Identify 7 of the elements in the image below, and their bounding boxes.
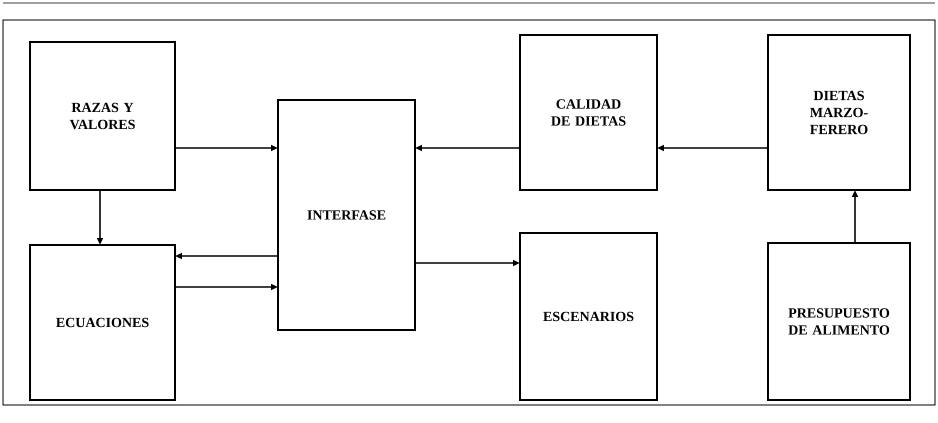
process-box: PRESUPUESTO DE ALIMENTO [767, 242, 911, 401]
process-box: ECUACIONES [29, 244, 176, 401]
process-box: DIETAS MARZO-FERERO [767, 34, 911, 191]
process-box: ESCENARIOS [519, 232, 658, 401]
process-box: INTERFASE [277, 99, 416, 331]
process-box: RAZAS Y VALORES [29, 41, 176, 191]
process-box: CALIDAD DE DIETAS [519, 34, 658, 191]
